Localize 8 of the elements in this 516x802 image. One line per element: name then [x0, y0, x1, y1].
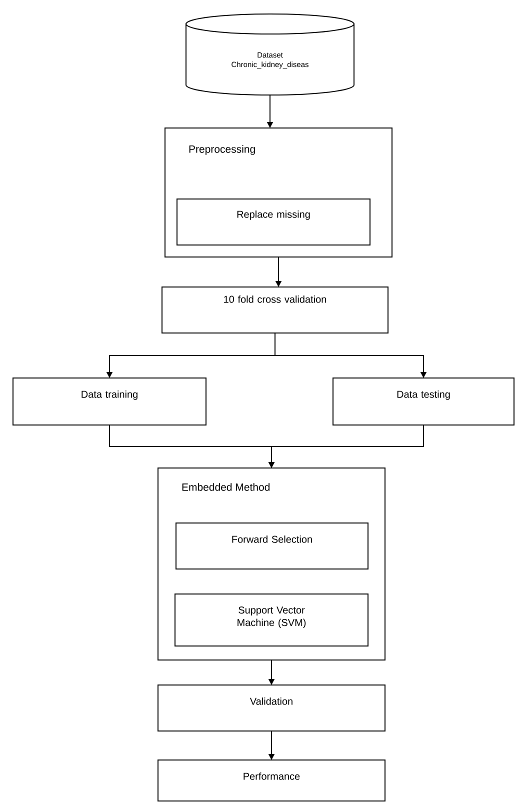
- process-box: Performance: [158, 760, 386, 802]
- process-box: Replace missing: [176, 198, 370, 246]
- process-box: Data training: [12, 378, 206, 426]
- process-box: Support Vector Machine (SVM): [174, 594, 368, 646]
- process-box: Forward Selection: [176, 522, 368, 570]
- process-box: Data testing: [332, 378, 514, 426]
- process-box: 10 fold cross validation: [162, 286, 388, 334]
- process-box: Validation: [158, 684, 386, 732]
